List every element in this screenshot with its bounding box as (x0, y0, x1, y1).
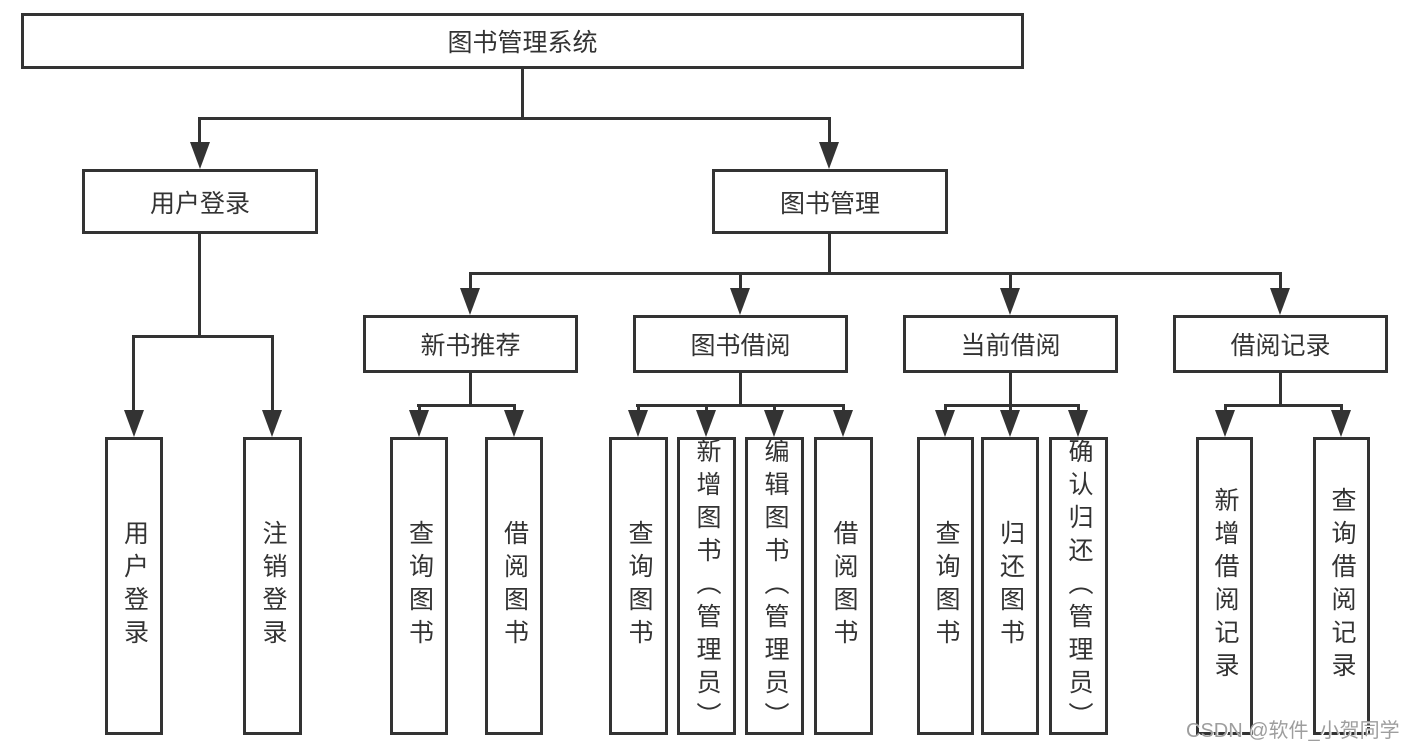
node-new-book-recommend: 新书推荐 (363, 315, 578, 373)
arrowhead-icon (1068, 410, 1088, 437)
node-current-borrowing: 当前借阅 (903, 315, 1118, 373)
leaf-borrow-books-borrowing: 借阅图书 (814, 437, 873, 735)
node-borrowing-records: 借阅记录 (1173, 315, 1388, 373)
leaf-query-books-borrowing: 查询图书 (609, 437, 668, 735)
connector-user-login-drop (198, 117, 201, 145)
connector-book-mgmt-split (469, 272, 1282, 275)
connector-user-login-split (132, 335, 273, 338)
connector-root-stem (521, 69, 524, 117)
connector-leaf-drop (132, 335, 135, 413)
node-user-login: 用户登录 (82, 169, 318, 234)
connector-section-drop (739, 272, 742, 292)
leaf-edit-book-admin: 编辑图书（管理员） (745, 437, 804, 735)
leaf-user-login: 用户登录 (105, 437, 163, 735)
connector-section-stem (1279, 373, 1282, 406)
connector-section-split (417, 404, 516, 407)
node-root: 图书管理系统 (21, 13, 1024, 69)
arrowhead-icon (1215, 410, 1235, 437)
arrowhead-icon (764, 410, 784, 437)
arrowhead-icon (628, 410, 648, 437)
leaf-borrow-books-recommend: 借阅图书 (485, 437, 543, 735)
connector-section-drop (1279, 272, 1282, 292)
arrowhead-icon (460, 288, 480, 315)
leaf-add-book-admin: 新增图书（管理员） (677, 437, 736, 735)
connector-section-split (1224, 404, 1343, 407)
connector-leaf-drop (271, 335, 274, 413)
leaf-logout: 注销登录 (243, 437, 302, 735)
arrowhead-icon (1000, 410, 1020, 437)
arrowhead-icon (819, 142, 839, 169)
connector-section-split (944, 404, 1080, 407)
arrowhead-icon (124, 410, 144, 437)
leaf-query-books-current: 查询图书 (917, 437, 974, 735)
connector-section-stem (739, 373, 742, 406)
arrowhead-icon (1270, 288, 1290, 315)
connector-user-login-stem (198, 234, 201, 335)
arrowhead-icon (730, 288, 750, 315)
arrowhead-icon (1000, 288, 1020, 315)
arrowhead-icon (409, 410, 429, 437)
arrowhead-icon (833, 410, 853, 437)
connector-section-split (636, 404, 845, 407)
csdn-watermark: CSDN @软件_小贺同学 (1186, 720, 1400, 742)
connector-book-mgmt-stem (828, 234, 831, 274)
leaf-add-borrow-record: 新增借阅记录 (1196, 437, 1253, 735)
arrowhead-icon (262, 410, 282, 437)
leaf-confirm-return-admin: 确认归还（管理员） (1049, 437, 1108, 735)
leaf-return-books: 归还图书 (981, 437, 1039, 735)
node-book-borrowing: 图书借阅 (633, 315, 848, 373)
connector-section-drop (1009, 272, 1012, 292)
leaf-query-books-recommend: 查询图书 (390, 437, 448, 735)
node-book-management: 图书管理 (712, 169, 948, 234)
connector-section-stem (1009, 373, 1012, 406)
arrowhead-icon (935, 410, 955, 437)
connector-section-stem (469, 373, 472, 406)
arrowhead-icon (190, 142, 210, 169)
connector-section-drop (469, 272, 472, 292)
connector-root-split (198, 117, 831, 120)
arrowhead-icon (1331, 410, 1351, 437)
connector-book-mgmt-drop (828, 117, 831, 145)
arrowhead-icon (696, 410, 716, 437)
leaf-query-borrow-record: 查询借阅记录 (1313, 437, 1370, 735)
arrowhead-icon (504, 410, 524, 437)
